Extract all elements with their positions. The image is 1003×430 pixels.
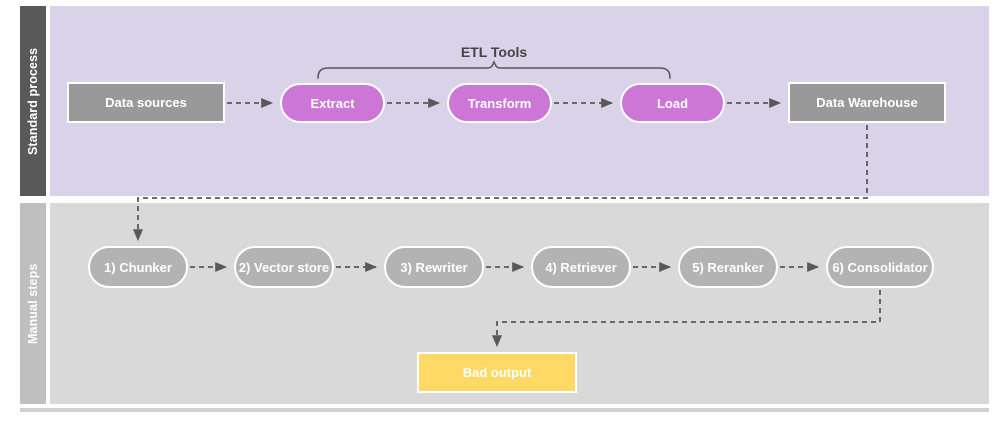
swimlane-header-standard-process: Standard process (20, 6, 46, 196)
node-retriever[interactable]: 4) Retriever (531, 246, 631, 288)
etl-tools-label: ETL Tools (460, 44, 528, 60)
node-consolidator[interactable]: 6) Consolidator (826, 246, 934, 288)
node-reranker[interactable]: 5) Reranker (678, 246, 778, 288)
node-bad-output[interactable]: Bad output (417, 352, 577, 393)
node-extract[interactable]: Extract (280, 83, 385, 123)
node-chunker[interactable]: 1) Chunker (88, 246, 188, 288)
node-load[interactable]: Load (620, 83, 725, 123)
node-transform[interactable]: Transform (447, 83, 552, 123)
node-rewriter[interactable]: 3) Rewriter (384, 246, 484, 288)
node-data-sources[interactable]: Data sources (67, 82, 225, 123)
node-vector-store[interactable]: 2) Vector store (234, 246, 334, 288)
swimlane-header-manual-steps: Manual steps (20, 203, 46, 404)
bottom-divider-rule (20, 408, 989, 412)
node-data-warehouse[interactable]: Data Warehouse (788, 82, 946, 123)
